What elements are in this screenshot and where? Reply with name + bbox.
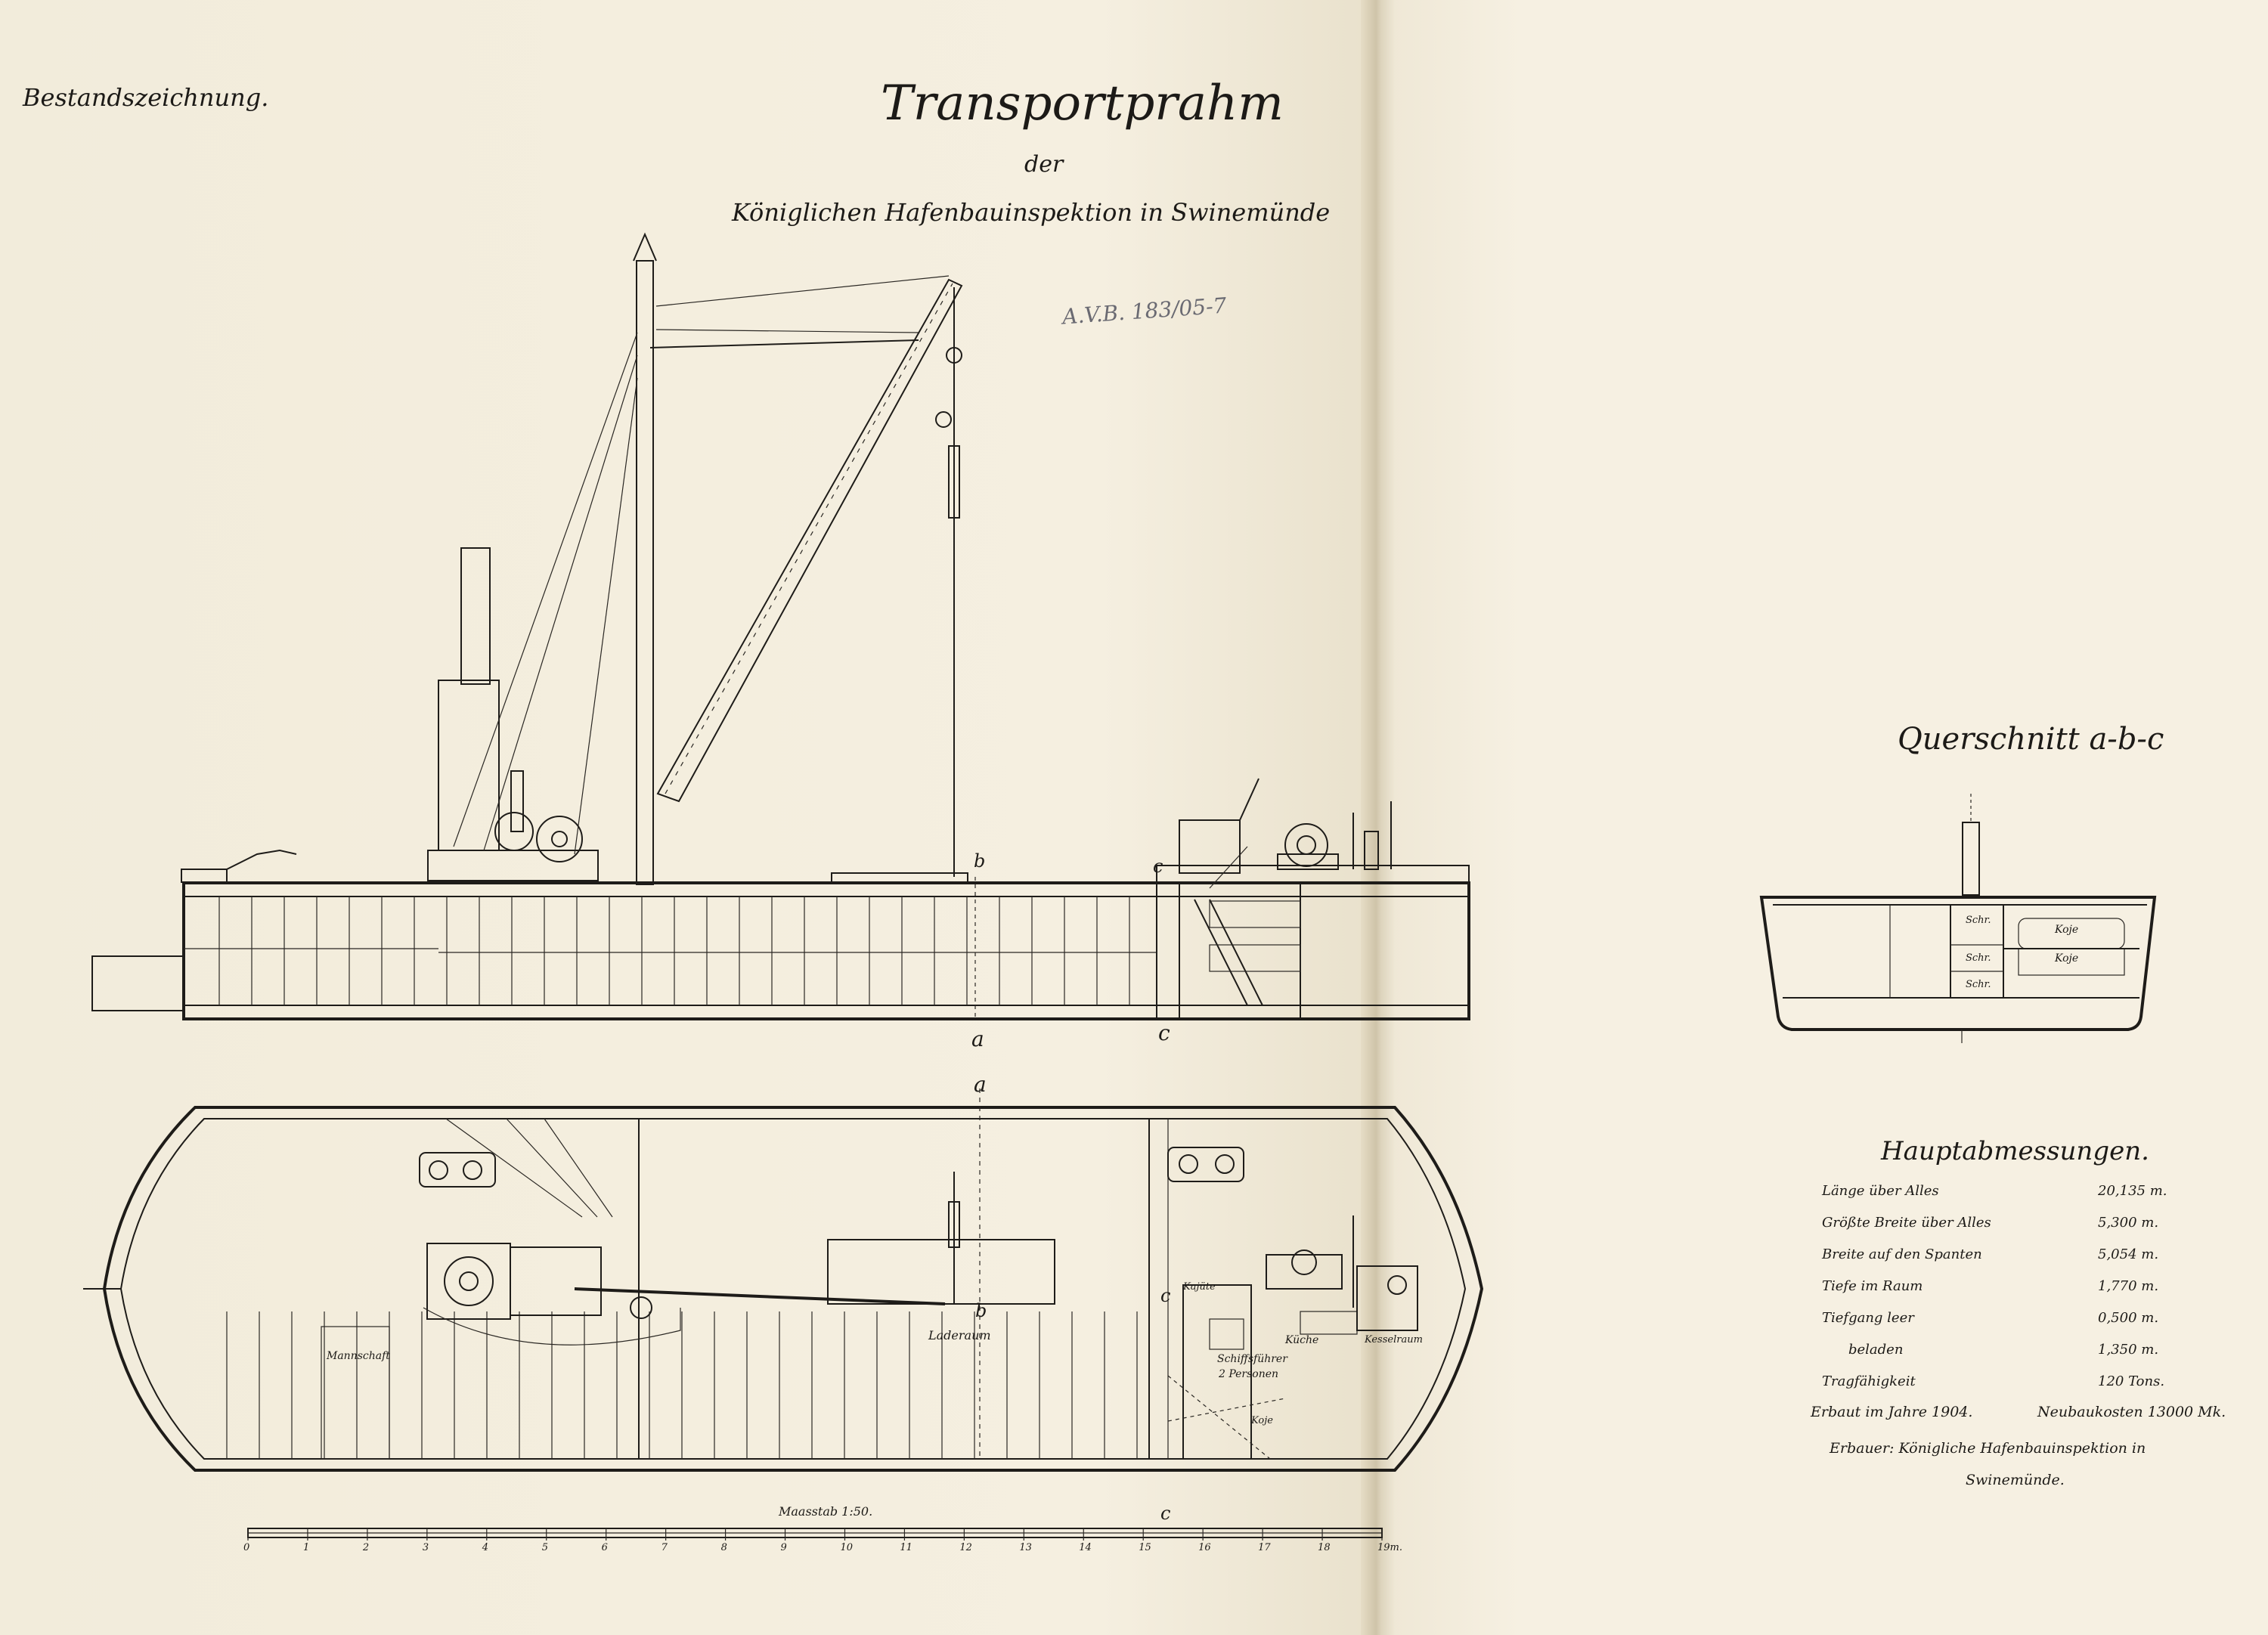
plan-mark-a: a	[974, 1072, 987, 1097]
scale-tick-label: 4	[482, 1542, 489, 1553]
section-label-berth-2: Koje	[2055, 952, 2079, 965]
scale-tick-label: 14	[1079, 1542, 1092, 1553]
label-skipper: Schiffsführer	[1217, 1353, 1287, 1365]
scale-tick-label: 7	[661, 1542, 668, 1553]
side-mark-c: c	[1158, 1020, 1170, 1045]
plan-view	[83, 1088, 1484, 1472]
dims-row-label: Tiefgang leer	[1822, 1310, 1914, 1326]
scale-tick-label: 12	[959, 1542, 972, 1553]
dims-row-value: 20,135 m.	[2098, 1183, 2167, 1199]
scale-tick-label: 16	[1198, 1542, 1211, 1553]
plan-mark-c-bottom: c	[1160, 1503, 1171, 1524]
dims-row-label: beladen	[1848, 1342, 1904, 1358]
scale-tick-label: 17	[1258, 1542, 1271, 1553]
dims-row-label: Breite auf den Spanten	[1822, 1246, 1982, 1262]
dims-row-value: 5,054 m.	[2098, 1246, 2159, 1262]
scale-tick-label: 1	[302, 1542, 310, 1553]
title-authority: Königlichen Hafenbauinspektion in Swinem…	[732, 198, 1331, 227]
left-page	[0, 0, 1376, 1635]
hull-side	[182, 881, 1470, 1020]
smokestack	[460, 547, 491, 685]
boiler	[438, 680, 500, 851]
section-label-locker-2: Schr.	[1966, 952, 1991, 964]
dims-row-value: 0,500 m.	[2098, 1310, 2159, 1326]
side-mark-a: a	[971, 1027, 984, 1051]
rudder	[91, 955, 184, 1011]
section-label-locker-3: Schr.	[1966, 979, 1991, 990]
dims-row-value: 120 Tons.	[2098, 1373, 2165, 1389]
book-gutter	[1361, 0, 1395, 1635]
label-cargo-hold: Laderaum	[928, 1328, 991, 1342]
scale-tick-label: 8	[720, 1542, 727, 1553]
dims-builder-place: Swinemünde.	[1966, 1472, 2065, 1488]
dims-built: Erbaut im Jahre 1904.	[1811, 1404, 1973, 1420]
dims-row-label: Größte Breite über Alles	[1822, 1215, 1991, 1231]
side-elevation	[91, 232, 1470, 1020]
crane-mast	[636, 260, 654, 885]
scale-tick-label: 5	[541, 1542, 549, 1553]
right-page	[1391, 0, 2268, 1635]
dims-row-value: 5,300 m.	[2098, 1215, 2159, 1231]
scale-tick-label: 15	[1139, 1542, 1151, 1553]
dims-cost: Neubaukosten 13000 Mk.	[2037, 1404, 2226, 1420]
scale-tick-label: 13	[1019, 1542, 1032, 1553]
dims-row-label: Länge über Alles	[1822, 1183, 1939, 1199]
scale-tick-label: 0	[243, 1542, 250, 1553]
label-boiler-room: Kesselraum	[1365, 1334, 1423, 1345]
scale-caption: Maasstab 1:50.	[779, 1504, 873, 1519]
scale-bar	[247, 1528, 1383, 1541]
scale-tick-label: 9	[780, 1542, 787, 1553]
drawing-title: Transportprahm	[881, 76, 1284, 132]
dims-row-value: 1,770 m.	[2098, 1278, 2159, 1294]
stamp-label: Bestandszeichnung.	[23, 83, 269, 112]
scale-tick-label: 3	[422, 1542, 429, 1553]
scale-tick-label: 11	[900, 1542, 912, 1553]
section-title: Querschnitt a-b-c	[1898, 722, 2164, 757]
dims-row-label: Tiefe im Raum	[1822, 1278, 1923, 1294]
crane-jib	[656, 278, 963, 803]
dims-row-label: Tragfähigkeit	[1822, 1373, 1916, 1389]
section-hull	[1759, 896, 2157, 1031]
scale-tick-label: 19m.	[1377, 1542, 1403, 1553]
dims-title: Hauptabmessungen.	[1881, 1136, 2149, 1166]
scale-tick-label: 6	[601, 1542, 608, 1553]
label-cabin: Kajüte	[1183, 1281, 1216, 1293]
label-skipper-sub: 2 Personen	[1219, 1368, 1279, 1380]
title-der: der	[1024, 151, 1064, 178]
dims-builder: Erbauer: Königliche Hafenbauinspektion i…	[1830, 1440, 2146, 1457]
label-berth: Koje	[1251, 1415, 1273, 1426]
side-mark-c-top: c	[1153, 856, 1163, 877]
scale-tick-label: 18	[1318, 1542, 1331, 1553]
scale-tick-label: 10	[840, 1542, 854, 1553]
plan-mark-b: b	[975, 1300, 987, 1321]
side-mark-b: b	[974, 850, 986, 872]
section-label-berth-1: Koje	[2055, 924, 2079, 936]
dims-row-value: 1,350 m.	[2098, 1342, 2159, 1358]
label-crew: Mannschaft	[327, 1350, 390, 1362]
hull-outline	[102, 1106, 1484, 1472]
cross-section	[1759, 794, 2157, 1043]
plan-mark-c: c	[1160, 1285, 1171, 1306]
scale-tick-label: 2	[362, 1542, 370, 1553]
wheelhouse-hatch	[1179, 819, 1241, 874]
label-kitchen: Küche	[1285, 1334, 1319, 1346]
section-label-locker-1: Schr.	[1966, 915, 1991, 926]
